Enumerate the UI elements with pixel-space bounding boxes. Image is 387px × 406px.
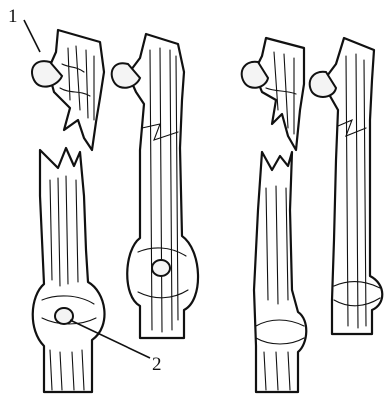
callout-leader-1 (24, 20, 40, 52)
rootstock-1 (33, 148, 105, 392)
panel-4 (310, 38, 383, 334)
panel-3 (242, 38, 307, 392)
callout-label-2: 2 (152, 354, 162, 375)
rootstock-3 (254, 152, 306, 392)
callout-label-1: 1 (8, 6, 18, 27)
panel-2 (112, 34, 198, 338)
scion-1 (32, 30, 104, 150)
rootstock-bud-1 (55, 308, 73, 324)
panel-1 (32, 30, 105, 392)
rootstock-bud-2 (152, 260, 170, 276)
callout-1: 1 (8, 6, 40, 52)
scion-3 (242, 38, 304, 150)
